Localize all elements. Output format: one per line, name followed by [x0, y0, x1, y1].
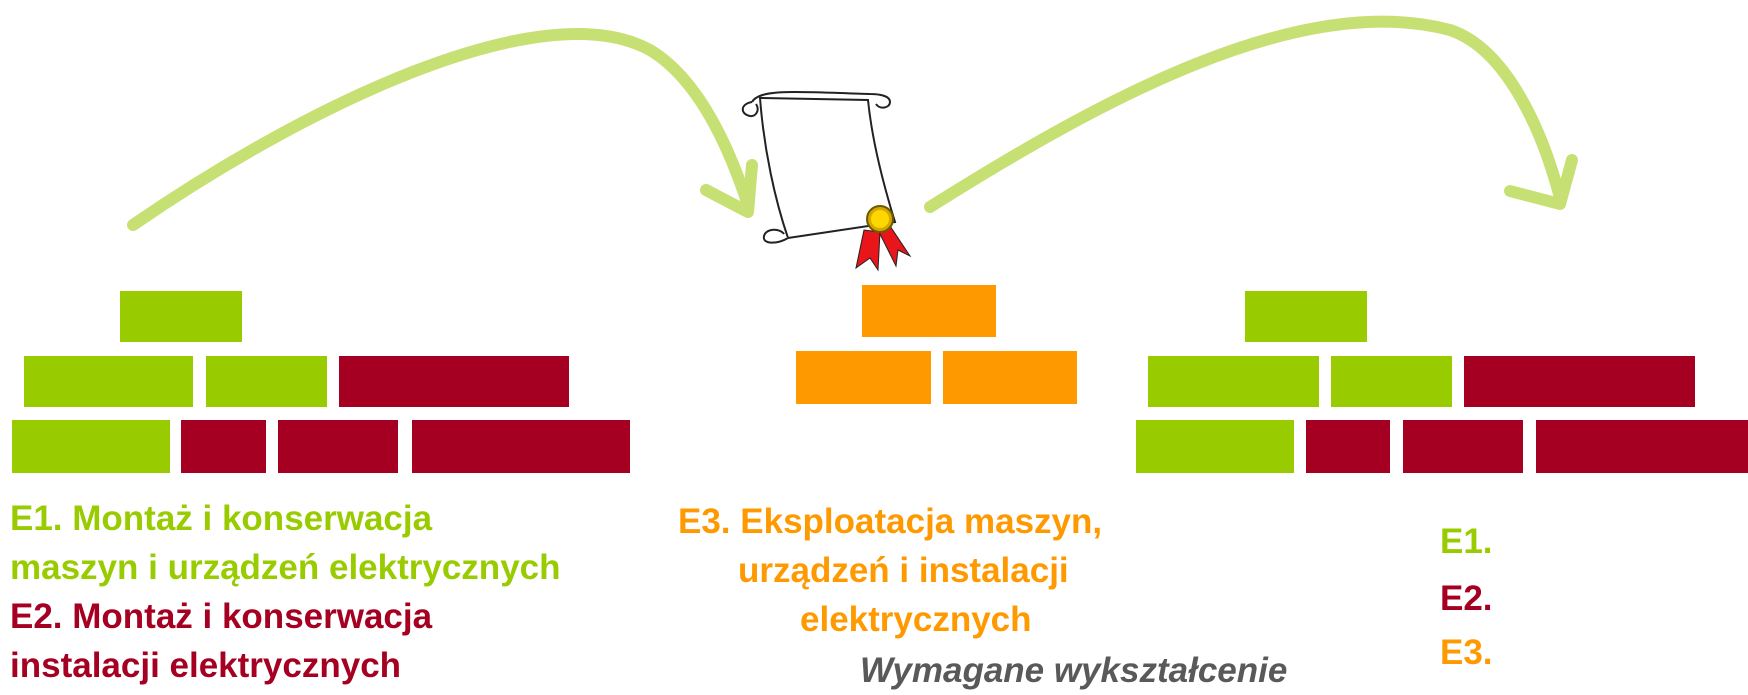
right-pyramid-brick-top-green: [1245, 291, 1367, 342]
left-pyramid-brick-bottom-red-3: [412, 420, 630, 473]
middle-e3-line-1: E3. Eksploatacja maszyn,: [678, 502, 1103, 541]
right-e1-label: E1.: [1440, 522, 1493, 561]
right-pyramid-brick-mid-red: [1464, 356, 1695, 407]
right-e2-label: E2.: [1440, 579, 1493, 618]
left-pyramid-brick-bottom-red-2: [278, 420, 398, 473]
middle-pyramid-brick-top: [862, 285, 996, 337]
right-e3-label: E3.: [1440, 633, 1493, 672]
right-pyramid-brick-bottom-red-1: [1306, 420, 1390, 473]
left-pyramid-brick-mid-green-2: [206, 356, 327, 407]
left-e2-line-1: E2. Montaż i konserwacja: [10, 597, 433, 636]
left-pyramid-brick-top-green: [120, 291, 242, 342]
right-pyramid-brick-bottom-red-3: [1536, 420, 1748, 473]
diploma-scroll-icon: [741, 90, 912, 272]
right-pyramid-brick-mid-green-1: [1148, 356, 1319, 407]
left-e1-line-2: maszyn i urządzeń elektrycznych: [10, 548, 561, 587]
middle-pyramid-brick-bottom-2: [943, 351, 1077, 404]
right-curved-arrow-icon: [924, 15, 1578, 213]
left-pyramid-brick-mid-red: [339, 356, 569, 407]
left-pyramid-brick-bottom-red-1: [181, 420, 266, 473]
right-pyramid-brick-bottom-green: [1136, 420, 1294, 473]
middle-pyramid-brick-bottom-1: [796, 351, 931, 404]
middle-e3-line-3: elektrycznych: [800, 600, 1032, 639]
middle-e3-line-2: urządzeń i instalacji: [738, 551, 1069, 590]
left-e2-line-2: instalacji elektrycznych: [10, 646, 402, 685]
left-pyramid-brick-mid-green-1: [24, 356, 193, 407]
left-e1-line-1: E1. Montaż i konserwacja: [10, 499, 433, 538]
right-pyramid-brick-bottom-red-2: [1403, 420, 1523, 473]
required-education-caption: Wymagane wykształcenie: [860, 651, 1288, 690]
right-pyramid-brick-mid-green-2: [1331, 356, 1452, 407]
left-pyramid-brick-bottom-green: [12, 420, 170, 473]
left-curved-arrow-icon: [127, 28, 758, 231]
